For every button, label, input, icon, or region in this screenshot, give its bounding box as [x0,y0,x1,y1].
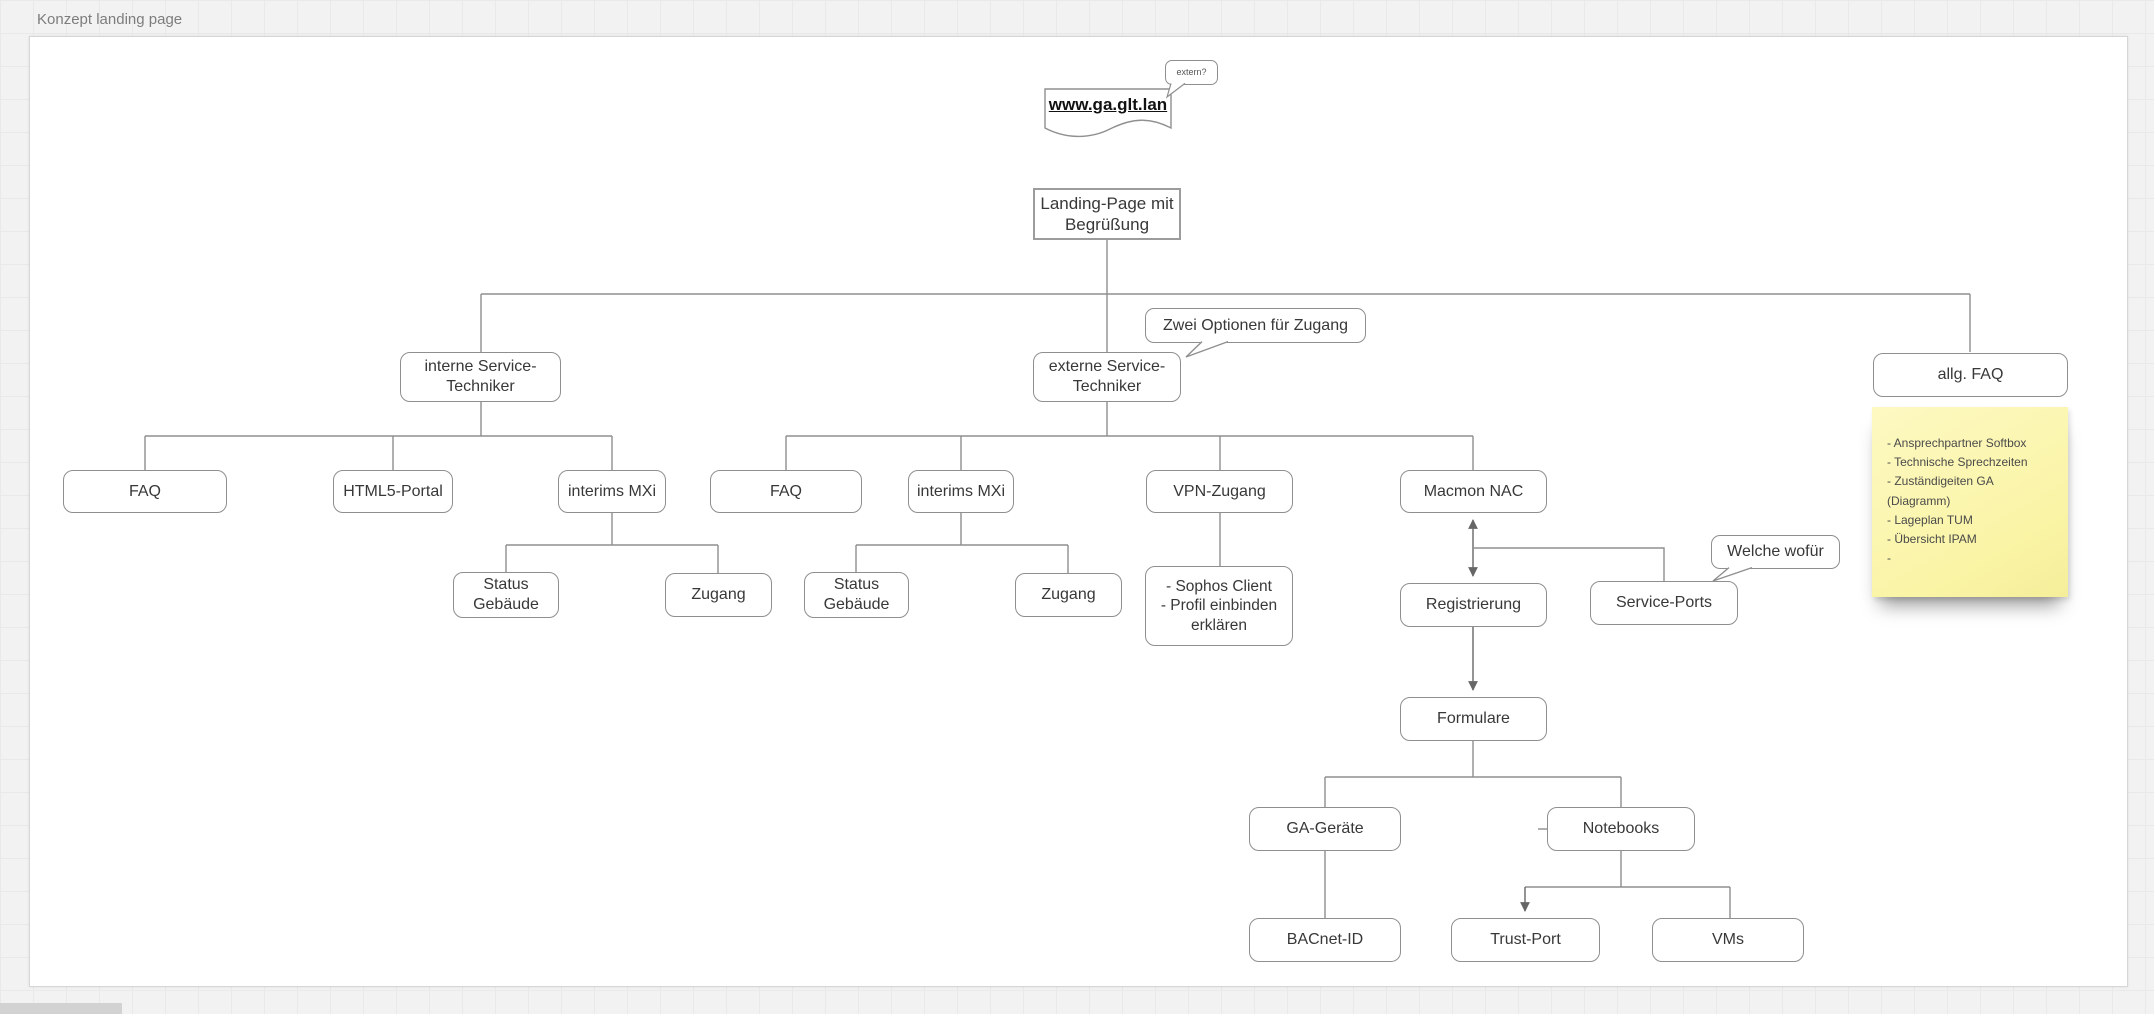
access-callout-tail [1185,340,1229,358]
website-link[interactable]: www.ga.glt.lan [1048,95,1168,114]
node-external-faq[interactable]: FAQ [710,470,862,513]
node-externe-service-techniker[interactable]: externe Service-Techniker [1033,352,1181,402]
node-vpn-details[interactable]: - Sophos Client - Profil einbinden erklä… [1145,566,1293,646]
node-internal-faq[interactable]: FAQ [63,470,227,513]
connector-to-service-ports[interactable] [1473,547,1665,581]
vpn-detail-line: - Sophos Client [1166,577,1272,595]
connector-landing-to-branches[interactable] [480,240,1971,352]
node-trust-port[interactable]: Trust-Port [1451,918,1600,962]
extern-question-callout[interactable]: extern? [1165,60,1218,85]
connector-notebooks-children[interactable] [1525,851,1731,918]
document-shape-website[interactable]: www.ga.glt.lan [1044,88,1172,138]
node-vpn-zugang[interactable]: VPN-Zugang [1146,470,1293,513]
node-notebooks[interactable]: Notebooks [1547,807,1695,851]
access-options-callout[interactable]: Zwei Optionen für Zugang [1145,308,1366,343]
node-external-status-gebaeude[interactable]: Status Gebäude [804,572,909,618]
document-outline [1044,88,1172,138]
vpn-detail-line: - Profil einbinden [1160,597,1278,615]
frame-title[interactable]: Konzept landing page [37,11,183,28]
sticky-note-line: - Lageplan TUM [1887,512,1973,527]
connector-internal-children[interactable] [144,402,613,470]
sticky-note-line: - Technische Sprechzeiten [1887,455,2028,470]
node-external-interims-mxi[interactable]: interims MXi [908,470,1014,513]
connector-formulare-children[interactable] [1324,741,1622,807]
extern-callout-tail [1165,82,1186,99]
which-for-what-callout[interactable]: Welche wofür [1711,535,1840,569]
node-landing-page[interactable]: Landing-Page mit Begrüßung [1033,188,1181,240]
node-internal-zugang[interactable]: Zugang [665,573,772,617]
node-service-ports[interactable]: Service-Ports [1590,581,1738,625]
sticky-note-line: - [1887,551,1891,566]
node-interne-service-techniker[interactable]: interne Service-Techniker [400,352,561,402]
connector-external-children[interactable] [785,402,1474,470]
sticky-note-line: - Übersicht IPAM [1887,531,1977,546]
node-internal-interims-mxi[interactable]: interims MXi [558,470,666,513]
connector-external-mxi-children[interactable] [855,513,1069,573]
which-callout-tail [1712,566,1753,582]
sticky-note-faq-contents[interactable]: - Ansprechpartner Softbox - Technische S… [1872,407,2068,597]
node-internal-status-gebaeude[interactable]: Status Gebäude [453,572,559,618]
sticky-note-line: - Zuständigeiten GA (Diagramm) [1887,474,1994,508]
sticky-note-line: - Ansprechpartner Softbox [1887,436,2027,450]
node-ga-geraete[interactable]: GA-Geräte [1249,807,1401,851]
connector-internal-mxi-children[interactable] [505,513,719,573]
node-registrierung[interactable]: Registrierung [1400,583,1547,627]
node-allg-faq[interactable]: allg. FAQ [1873,353,2068,397]
node-html5-portal[interactable]: HTML5-Portal [333,470,453,513]
node-macmon-nac[interactable]: Macmon NAC [1400,470,1547,513]
node-bacnet-id[interactable]: BACnet-ID [1249,918,1401,962]
vpn-detail-line: erklären [1191,616,1247,634]
node-formulare[interactable]: Formulare [1400,697,1547,741]
node-external-zugang[interactable]: Zugang [1015,573,1122,617]
horizontal-scrollbar-thumb[interactable] [0,1003,122,1014]
node-vms[interactable]: VMs [1652,918,1804,962]
